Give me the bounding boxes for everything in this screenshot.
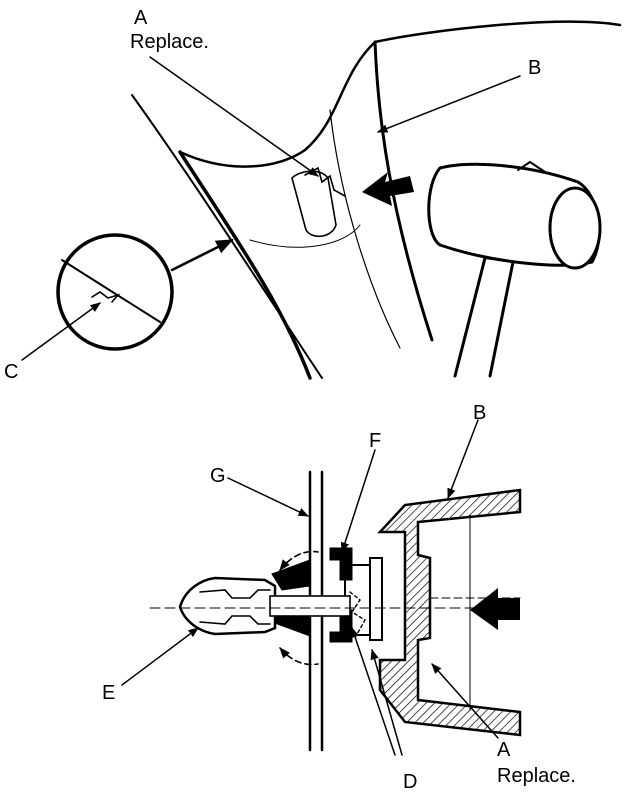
leader-g (227, 477, 309, 517)
push-arrow-top (362, 172, 414, 206)
top-view (21, 20, 622, 380)
leader-b-bottom (447, 419, 479, 499)
door-edge-outer (131, 94, 323, 379)
trim-panel-right-edge (373, 40, 434, 342)
leader-d2 (370, 648, 403, 756)
label-f: F (369, 430, 381, 452)
trim-panel-inner-line (329, 109, 401, 349)
leader-a-bottom (431, 663, 499, 739)
leader-e (121, 627, 199, 686)
clip-e (178, 576, 277, 636)
label-g: G (210, 465, 226, 487)
label-c: C (4, 361, 18, 383)
label-a-bottom-letter: A (497, 739, 511, 761)
label-e: E (102, 682, 115, 704)
clip-broken (304, 166, 346, 197)
door-edge-inner (178, 150, 312, 380)
leader-c (21, 302, 101, 361)
detail-arrow (170, 238, 234, 272)
leader-b-top (377, 75, 521, 133)
label-a-bottom-note: Replace. (497, 765, 576, 787)
push-arrow-bottom (470, 588, 520, 630)
label-a-top-letter: A (134, 7, 148, 29)
label-b-bottom: B (473, 402, 486, 424)
leader-f (340, 449, 376, 553)
mallet (427, 160, 602, 378)
grommet-f (329, 547, 353, 581)
label-d: D (403, 771, 417, 793)
trim-panel-top (178, 20, 622, 168)
label-a-top-note: Replace. (130, 31, 209, 53)
detail-circle (56, 233, 174, 351)
clip-boss (291, 170, 337, 238)
leader-d1 (351, 627, 396, 756)
leader-a-top (149, 56, 319, 177)
bottom-view (121, 419, 522, 756)
trim-housing (377, 488, 522, 737)
label-b-top: B (528, 57, 541, 79)
trim-panel-inner-line2 (249, 224, 361, 248)
